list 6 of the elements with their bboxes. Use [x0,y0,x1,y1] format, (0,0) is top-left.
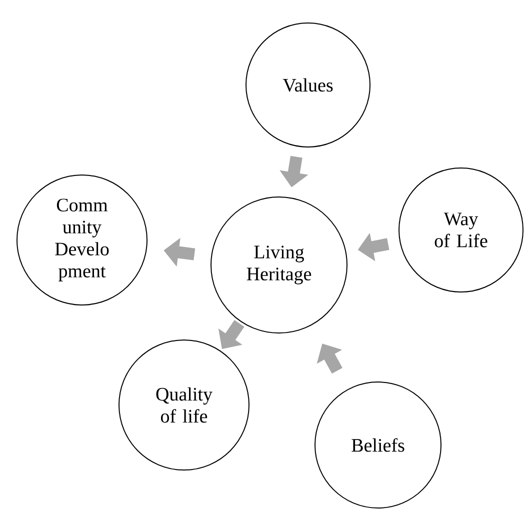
circle-node: Quality of life [118,340,250,470]
circle-node: Values [246,22,370,148]
circle-node: Living Heritage [210,196,348,334]
circle-node: Beliefs [314,382,442,508]
circle-node: Way of Life [398,168,524,292]
circle-node: Comm unity Develo pment [16,174,148,306]
